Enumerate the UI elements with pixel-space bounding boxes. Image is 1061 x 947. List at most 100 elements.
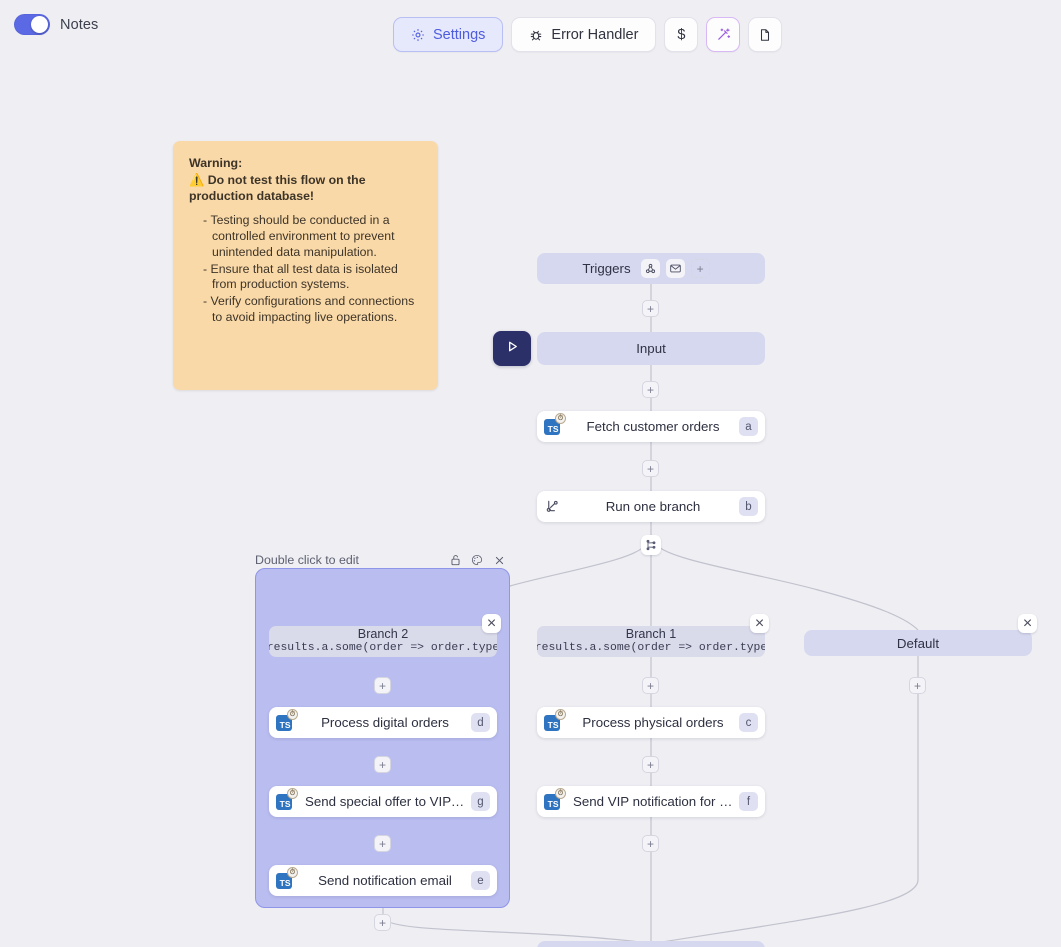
add-node-button[interactable]: +	[642, 756, 659, 773]
branch-default[interactable]: Default	[804, 630, 1032, 656]
input-label: Input	[636, 341, 666, 356]
webhook-icon[interactable]	[640, 259, 660, 278]
bug-icon	[529, 28, 543, 42]
tab-settings[interactable]: Settings	[393, 17, 504, 52]
add-node-button[interactable]: +	[374, 677, 391, 694]
node-badge: f	[739, 792, 758, 811]
note-headline: ⚠️ Do not test this flow on the producti…	[189, 172, 366, 203]
node-label: Process digital orders	[321, 715, 449, 730]
node-output-partial[interactable]	[537, 941, 765, 947]
run-flow-button[interactable]	[493, 331, 531, 366]
group-process-digital-orders[interactable]	[255, 568, 510, 908]
docs-button[interactable]	[748, 17, 783, 52]
branch-condition-branch-1[interactable]: Branch 1 results.a.some(order => order.t…	[537, 626, 765, 657]
toggle-knob	[31, 16, 48, 33]
branch-icon	[537, 499, 567, 514]
branch-name: Default	[896, 635, 940, 651]
node-label: Send special offer to VIP digital c...	[305, 794, 471, 809]
warning-note[interactable]: Warning: ⚠️ Do not test this flow on the…	[173, 141, 438, 390]
close-icon[interactable]	[488, 555, 510, 566]
add-node-button[interactable]: +	[642, 300, 659, 317]
branch-condition-text: results.a.some(order => order.type	[537, 642, 765, 655]
group-header[interactable]: Double click to edit	[255, 551, 510, 569]
node-label: Send VIP notification for physical...	[573, 794, 739, 809]
branch-condition-text: results.a.some(order => order.type	[269, 642, 497, 655]
node-label: Fetch customer orders	[586, 419, 720, 434]
dollar-icon: $	[677, 26, 686, 43]
branch-name: Branch 1	[625, 626, 677, 641]
clock-badge-icon: ⏱	[287, 866, 298, 878]
add-node-button[interactable]: +	[374, 835, 391, 852]
warning-icon: ⚠️	[189, 172, 205, 187]
tab-settings-label: Settings	[433, 26, 486, 43]
tab-error-handler-label: Error Handler	[551, 26, 639, 43]
node-send-vip-notification-physical[interactable]: TS⏱ Send VIP notification for physical..…	[536, 774, 765, 817]
add-node-button[interactable]: +	[642, 381, 659, 398]
typescript-icon: TS⏱	[537, 412, 567, 435]
triggers-label: Triggers	[582, 261, 631, 276]
play-icon	[505, 339, 520, 359]
node-input[interactable]: Input	[537, 332, 765, 365]
node-triggers[interactable]: Triggers +	[537, 253, 765, 284]
email-icon[interactable]	[665, 259, 685, 278]
typescript-icon: TS⏱	[537, 787, 567, 810]
top-bar: Notes Settings Erro	[0, 0, 1061, 60]
palette-icon[interactable]	[466, 554, 488, 566]
node-run-one-branch[interactable]: Run one branch b	[537, 491, 765, 522]
clock-badge-icon: ⏱	[555, 708, 566, 720]
branch-condition-branch-2[interactable]: Branch 2 results.a.some(order => order.t…	[269, 626, 497, 657]
add-node-button[interactable]: +	[374, 914, 391, 931]
remove-branch-button[interactable]: ×	[1018, 614, 1037, 633]
list-item: - Ensure that all test data is isolated …	[203, 261, 398, 292]
node-label: Run one branch	[605, 499, 701, 514]
add-node-button[interactable]: +	[642, 677, 659, 694]
node-label: Send notification email	[318, 873, 452, 888]
list-item: - Testing should be conducted in a contr…	[203, 213, 395, 259]
note-title: Warning:	[189, 156, 243, 170]
typescript-icon: TS⏱	[269, 787, 299, 810]
add-node-button[interactable]: +	[642, 460, 659, 477]
add-node-button[interactable]: +	[642, 835, 659, 852]
node-fetch-customer-orders[interactable]: TS⏱ Fetch customer orders a	[537, 411, 765, 442]
clock-badge-icon: ⏱	[287, 708, 298, 720]
remove-branch-button[interactable]: ×	[482, 614, 501, 633]
ai-magic-button[interactable]	[706, 17, 741, 52]
node-label: Process physical orders	[582, 715, 724, 730]
branch-name: Branch 2	[357, 626, 409, 641]
typescript-icon: TS⏱	[537, 708, 567, 731]
node-process-digital-orders[interactable]: TS⏱ Process digital orders d	[268, 695, 497, 738]
node-badge: b	[739, 497, 758, 516]
node-process-physical-orders[interactable]: TS⏱ Process physical orders c	[537, 707, 765, 738]
note-bullet-list: - Testing should be conducted in a contr…	[203, 213, 422, 325]
node-send-special-offer-vip-digital[interactable]: TS⏱ Send special offer to VIP digital c.…	[268, 774, 497, 817]
document-icon	[758, 28, 772, 42]
group-header-label: Double click to edit	[255, 553, 359, 567]
node-badge: a	[739, 417, 758, 436]
tab-error-handler[interactable]: Error Handler	[511, 17, 657, 52]
node-send-notification-email[interactable]: TS⏱ Send notification email e	[268, 853, 497, 896]
node-badge: d	[471, 713, 490, 732]
typescript-icon: TS⏱	[269, 866, 299, 889]
node-badge: e	[471, 871, 490, 890]
notes-toggle[interactable]	[14, 14, 50, 35]
add-trigger-button[interactable]: +	[690, 259, 710, 278]
list-item: - Verify configurations and connections …	[203, 294, 415, 324]
add-node-button[interactable]: +	[374, 756, 391, 773]
clock-badge-icon: ⏱	[555, 412, 566, 424]
git-branch-icon[interactable]	[641, 535, 661, 555]
typescript-icon: TS⏱	[269, 708, 299, 731]
warning-icon	[536, 774, 556, 792]
notes-toggle-group[interactable]: Notes	[14, 14, 98, 35]
clock-badge-icon: ⏱	[287, 787, 298, 799]
cost-button[interactable]: $	[664, 17, 699, 52]
node-badge: g	[471, 792, 490, 811]
add-node-button[interactable]: +	[909, 677, 926, 694]
clock-badge-icon: ⏱	[555, 787, 566, 799]
toolbar: Settings Error Handler $	[393, 17, 783, 52]
gear-icon	[411, 28, 425, 42]
magic-wand-icon	[716, 27, 731, 42]
lock-icon[interactable]	[444, 554, 466, 566]
remove-branch-button[interactable]: ×	[750, 614, 769, 633]
